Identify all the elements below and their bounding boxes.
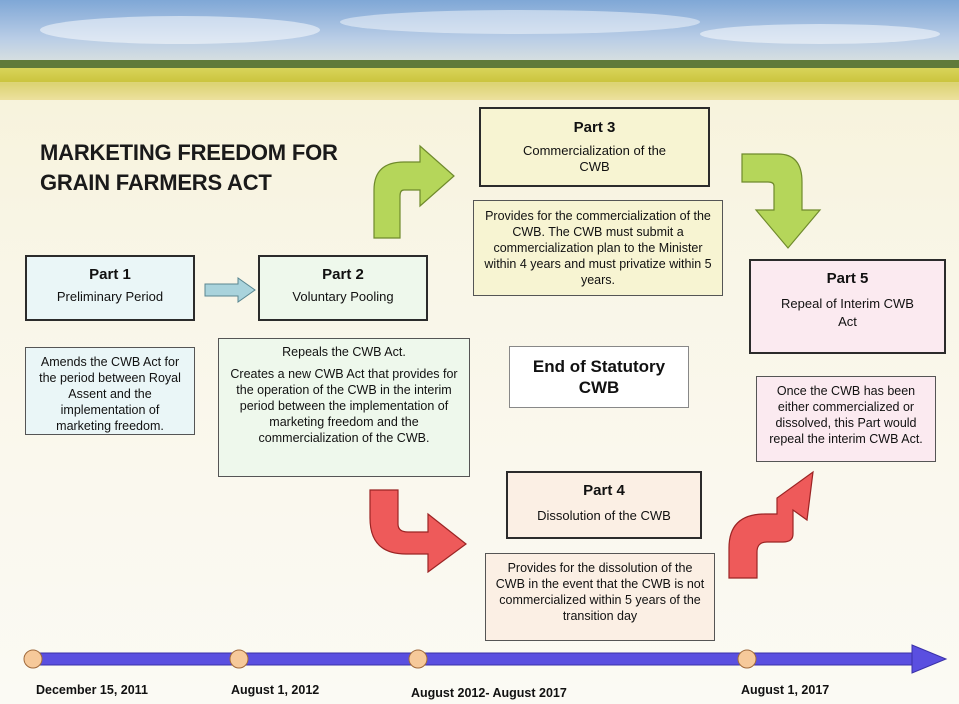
green-curved-arrow-down: [741, 153, 822, 249]
part1-heading: Part 1: [89, 266, 131, 283]
title-line-2: GRAIN FARMERS ACT: [40, 170, 272, 195]
part2-desc-line2: Creates a new CWB Act that provides for …: [230, 367, 458, 445]
part4-heading: Part 4: [583, 482, 625, 499]
timeline-marker-2: [229, 649, 249, 669]
part5-subtitle: Repeal of Interim CWB Act: [781, 296, 914, 329]
part4-box: Part 4 Dissolution of the CWB: [506, 471, 702, 539]
part2-box: Part 2 Voluntary Pooling: [258, 255, 428, 321]
timeline-marker-3: [408, 649, 428, 669]
title-line-1: MARKETING FREEDOM FOR: [40, 140, 338, 165]
timeline: [23, 644, 948, 674]
timeline-date-3: August 2012- August 2017: [411, 686, 567, 700]
page-title: MARKETING FREEDOM FOR GRAIN FARMERS ACT: [40, 138, 370, 198]
part1-subtitle: Preliminary Period: [56, 289, 164, 304]
end-of-statutory-cwb-label: End of Statutory CWB: [532, 357, 666, 397]
timeline-date-4: August 1, 2017: [741, 683, 830, 697]
blue-right-arrow: [204, 277, 256, 303]
timeline-marker-4: [737, 649, 757, 669]
timeline-date-2: August 1, 2012: [231, 683, 320, 697]
red-curved-arrow-up: [728, 470, 814, 579]
red-curved-arrow-down: [369, 489, 467, 573]
timeline-marker-1: [23, 649, 43, 669]
part2-subtitle: Voluntary Pooling: [292, 289, 394, 304]
part5-heading: Part 5: [826, 270, 869, 287]
header-banner-image: [0, 0, 959, 100]
part1-description: Amends the CWB Act for the period betwee…: [25, 347, 195, 435]
green-curved-arrow-up: [373, 144, 455, 239]
part1-box: Part 1 Preliminary Period: [25, 255, 195, 321]
end-of-statutory-cwb-box: End of Statutory CWB: [509, 346, 689, 408]
part4-subtitle: Dissolution of the CWB: [537, 508, 671, 523]
part4-description: Provides for the dissolution of the CWB …: [485, 553, 715, 641]
part2-description: Repeals the CWB Act. Creates a new CWB A…: [218, 338, 470, 477]
part5-box: Part 5 Repeal of Interim CWB Act: [749, 259, 946, 354]
part2-desc-line1: Repeals the CWB Act.: [282, 345, 406, 359]
part5-description: Once the CWB has been either commerciali…: [756, 376, 936, 462]
part2-heading: Part 2: [322, 266, 364, 283]
part3-heading: Part 3: [573, 119, 616, 136]
part3-box: Part 3 Commercialization of the CWB: [479, 107, 710, 187]
timeline-date-1: December 15, 2011: [36, 683, 148, 697]
part3-description: Provides for the commercialization of th…: [473, 200, 723, 296]
part3-subtitle: Commercialization of the CWB: [522, 143, 667, 174]
